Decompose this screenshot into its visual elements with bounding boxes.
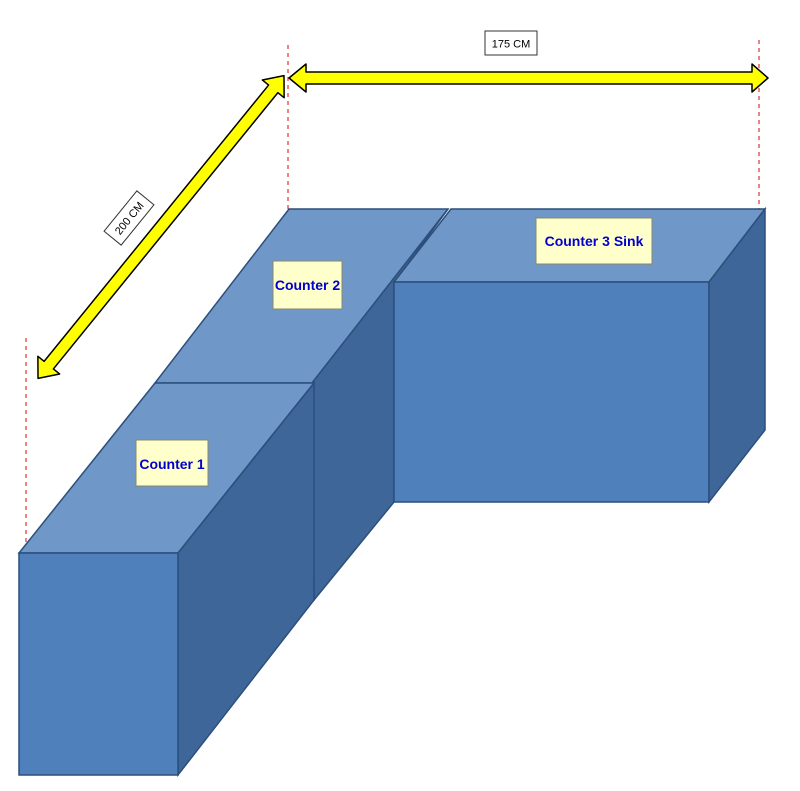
counter-1-label: Counter 1 <box>135 439 209 487</box>
width-dimension-arrow <box>288 63 769 93</box>
counter-3-label-text: Counter 3 Sink <box>545 233 644 249</box>
counter-2-label-text: Counter 2 <box>275 277 341 293</box>
counter-1-front <box>18 552 179 776</box>
counter-3-side <box>708 206 766 505</box>
width-label: 175 CM <box>484 30 538 56</box>
counter-3-front <box>393 281 710 503</box>
width-label-text: 175 CM <box>492 39 531 51</box>
counter-3-label: Counter 3 Sink <box>535 217 653 265</box>
depth-dimension-arrow <box>37 74 285 380</box>
counter-2-label: Counter 2 <box>272 260 343 310</box>
counter-1-label-text: Counter 1 <box>139 456 205 472</box>
